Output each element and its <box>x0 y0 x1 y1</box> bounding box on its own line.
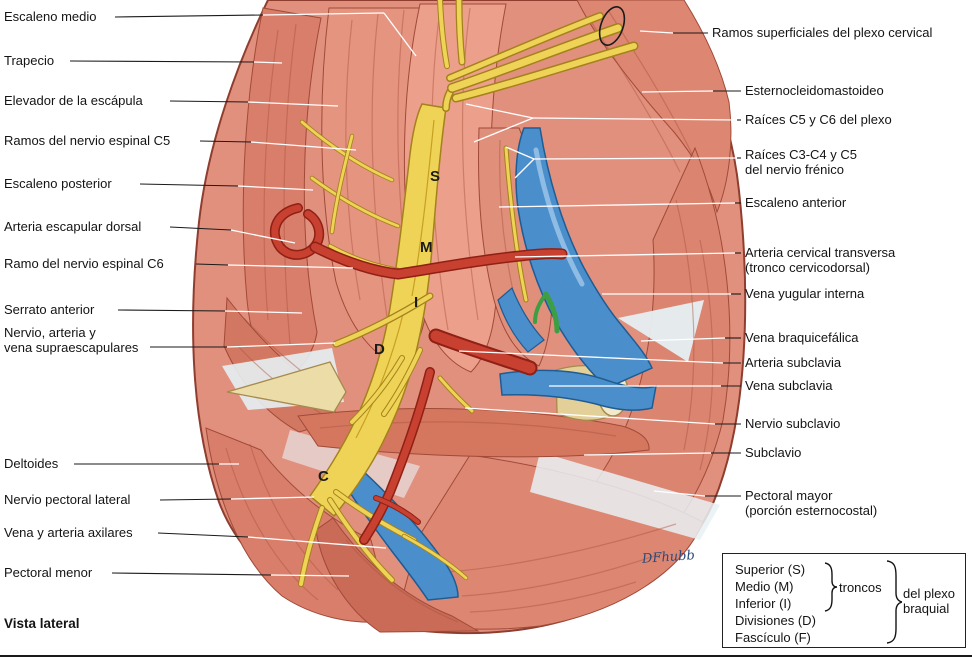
fascia <box>530 452 720 540</box>
thoracic-duct <box>533 291 560 334</box>
letter-divisiones-d: D <box>374 341 385 358</box>
leader-lines <box>69 12 741 577</box>
letter-inferior-i: I <box>414 294 419 311</box>
label-pectoral-mayor: Pectoral mayor (porción esternocostal) <box>745 488 878 518</box>
letter-medio-m: M <box>420 239 433 256</box>
label-nervio-subclavio: Nervio subclavio <box>745 416 841 431</box>
vein-highlight <box>533 147 585 287</box>
vein-branch <box>497 286 545 353</box>
label-trapecio: Trapecio <box>4 53 55 68</box>
label-arteria-cervical-transversa: Arteria cervical transversa (tronco cerv… <box>745 245 896 275</box>
label-arteria-subclavia: Arteria subclavia <box>745 355 842 370</box>
fascia <box>618 300 704 362</box>
label-pectoral-menor: Pectoral menor <box>4 565 93 580</box>
letter-fasciculo-c: C <box>318 468 329 485</box>
label-ramos-superficiales-plexo-cervical: Ramos superficiales del plexo cervical <box>712 25 933 40</box>
label-elevador-escapula: Elevador de la escápula <box>4 93 143 108</box>
legend-group-troncos: troncos <box>839 580 882 595</box>
arteria-cervical-transversa <box>311 243 566 279</box>
nerve-branches <box>298 119 475 587</box>
brace-plexo <box>886 560 902 644</box>
label-raices-c3-c4-c5-frenico: Raíces C3-C4 y C5 del nervio frénico <box>745 147 857 177</box>
label-escaleno-medio: Escaleno medio <box>4 9 97 24</box>
label-esternocleidomastoideo: Esternocleidomastoideo <box>745 83 884 98</box>
label-supraescapulares: Nervio, arteria y vena supraescapulares <box>4 325 139 355</box>
nervio-frenico <box>503 145 529 303</box>
label-subclavio: Subclavio <box>745 445 802 460</box>
label-raices-c5-c6: Raíces C5 y C6 del plexo <box>745 112 892 127</box>
label-escaleno-anterior: Escaleno anterior <box>745 195 847 210</box>
label-ramo-nervio-espinal-c6: Ramo del nervio espinal C6 <box>4 256 164 271</box>
label-vena-subclavia: Vena subclavia <box>745 378 833 393</box>
legend-item: Superior (S) <box>735 562 806 577</box>
label-nervio-pectoral-lateral: Nervio pectoral lateral <box>4 492 131 507</box>
nerve-top-bundle <box>437 0 639 112</box>
bottom-rule <box>0 655 972 657</box>
label-vena-braquicefalica: Vena braquicefálica <box>745 330 859 345</box>
arteria-axilar <box>360 368 434 544</box>
bundle-ring <box>598 6 626 46</box>
legend-items: Superior (S) Medio (M) Inferior (I) Divi… <box>735 561 816 646</box>
legend-box: Superior (S) Medio (M) Inferior (I) Divi… <box>722 553 966 648</box>
muscle-pectoral-menor <box>315 517 480 633</box>
figure-caption: Vista lateral <box>4 616 80 631</box>
arteria-escapular-dorsal <box>271 204 323 259</box>
label-vena-yugular-interna: Vena yugular interna <box>745 286 865 301</box>
letter-superior-s: S <box>430 168 441 185</box>
plexo-braquial <box>308 103 447 518</box>
legend-item: Fascículo (F) <box>735 630 811 645</box>
label-ramos-nervio-espinal-c5: Ramos del nervio espinal C5 <box>4 133 171 148</box>
label-vena-arteria-axilares: Vena y arteria axilares <box>4 525 133 540</box>
label-deltoides: Deltoides <box>4 456 59 471</box>
label-escaleno-posterior: Escaleno posterior <box>4 176 112 191</box>
plexus-strand-line <box>355 309 405 439</box>
label-arteria-escapular-dorsal: Arteria escapular dorsal <box>4 219 142 234</box>
legend-item: Divisiones (D) <box>735 613 816 628</box>
legend-item: Inferior (I) <box>735 596 792 611</box>
brace-troncos <box>824 562 837 612</box>
bone-scapular-spine <box>226 361 347 413</box>
label-serrato-anterior: Serrato anterior <box>4 302 95 317</box>
vena-subclavia <box>499 369 657 411</box>
legend-item: Medio (M) <box>735 579 794 594</box>
legend-group-plexo: del plexo braquial <box>903 586 956 616</box>
